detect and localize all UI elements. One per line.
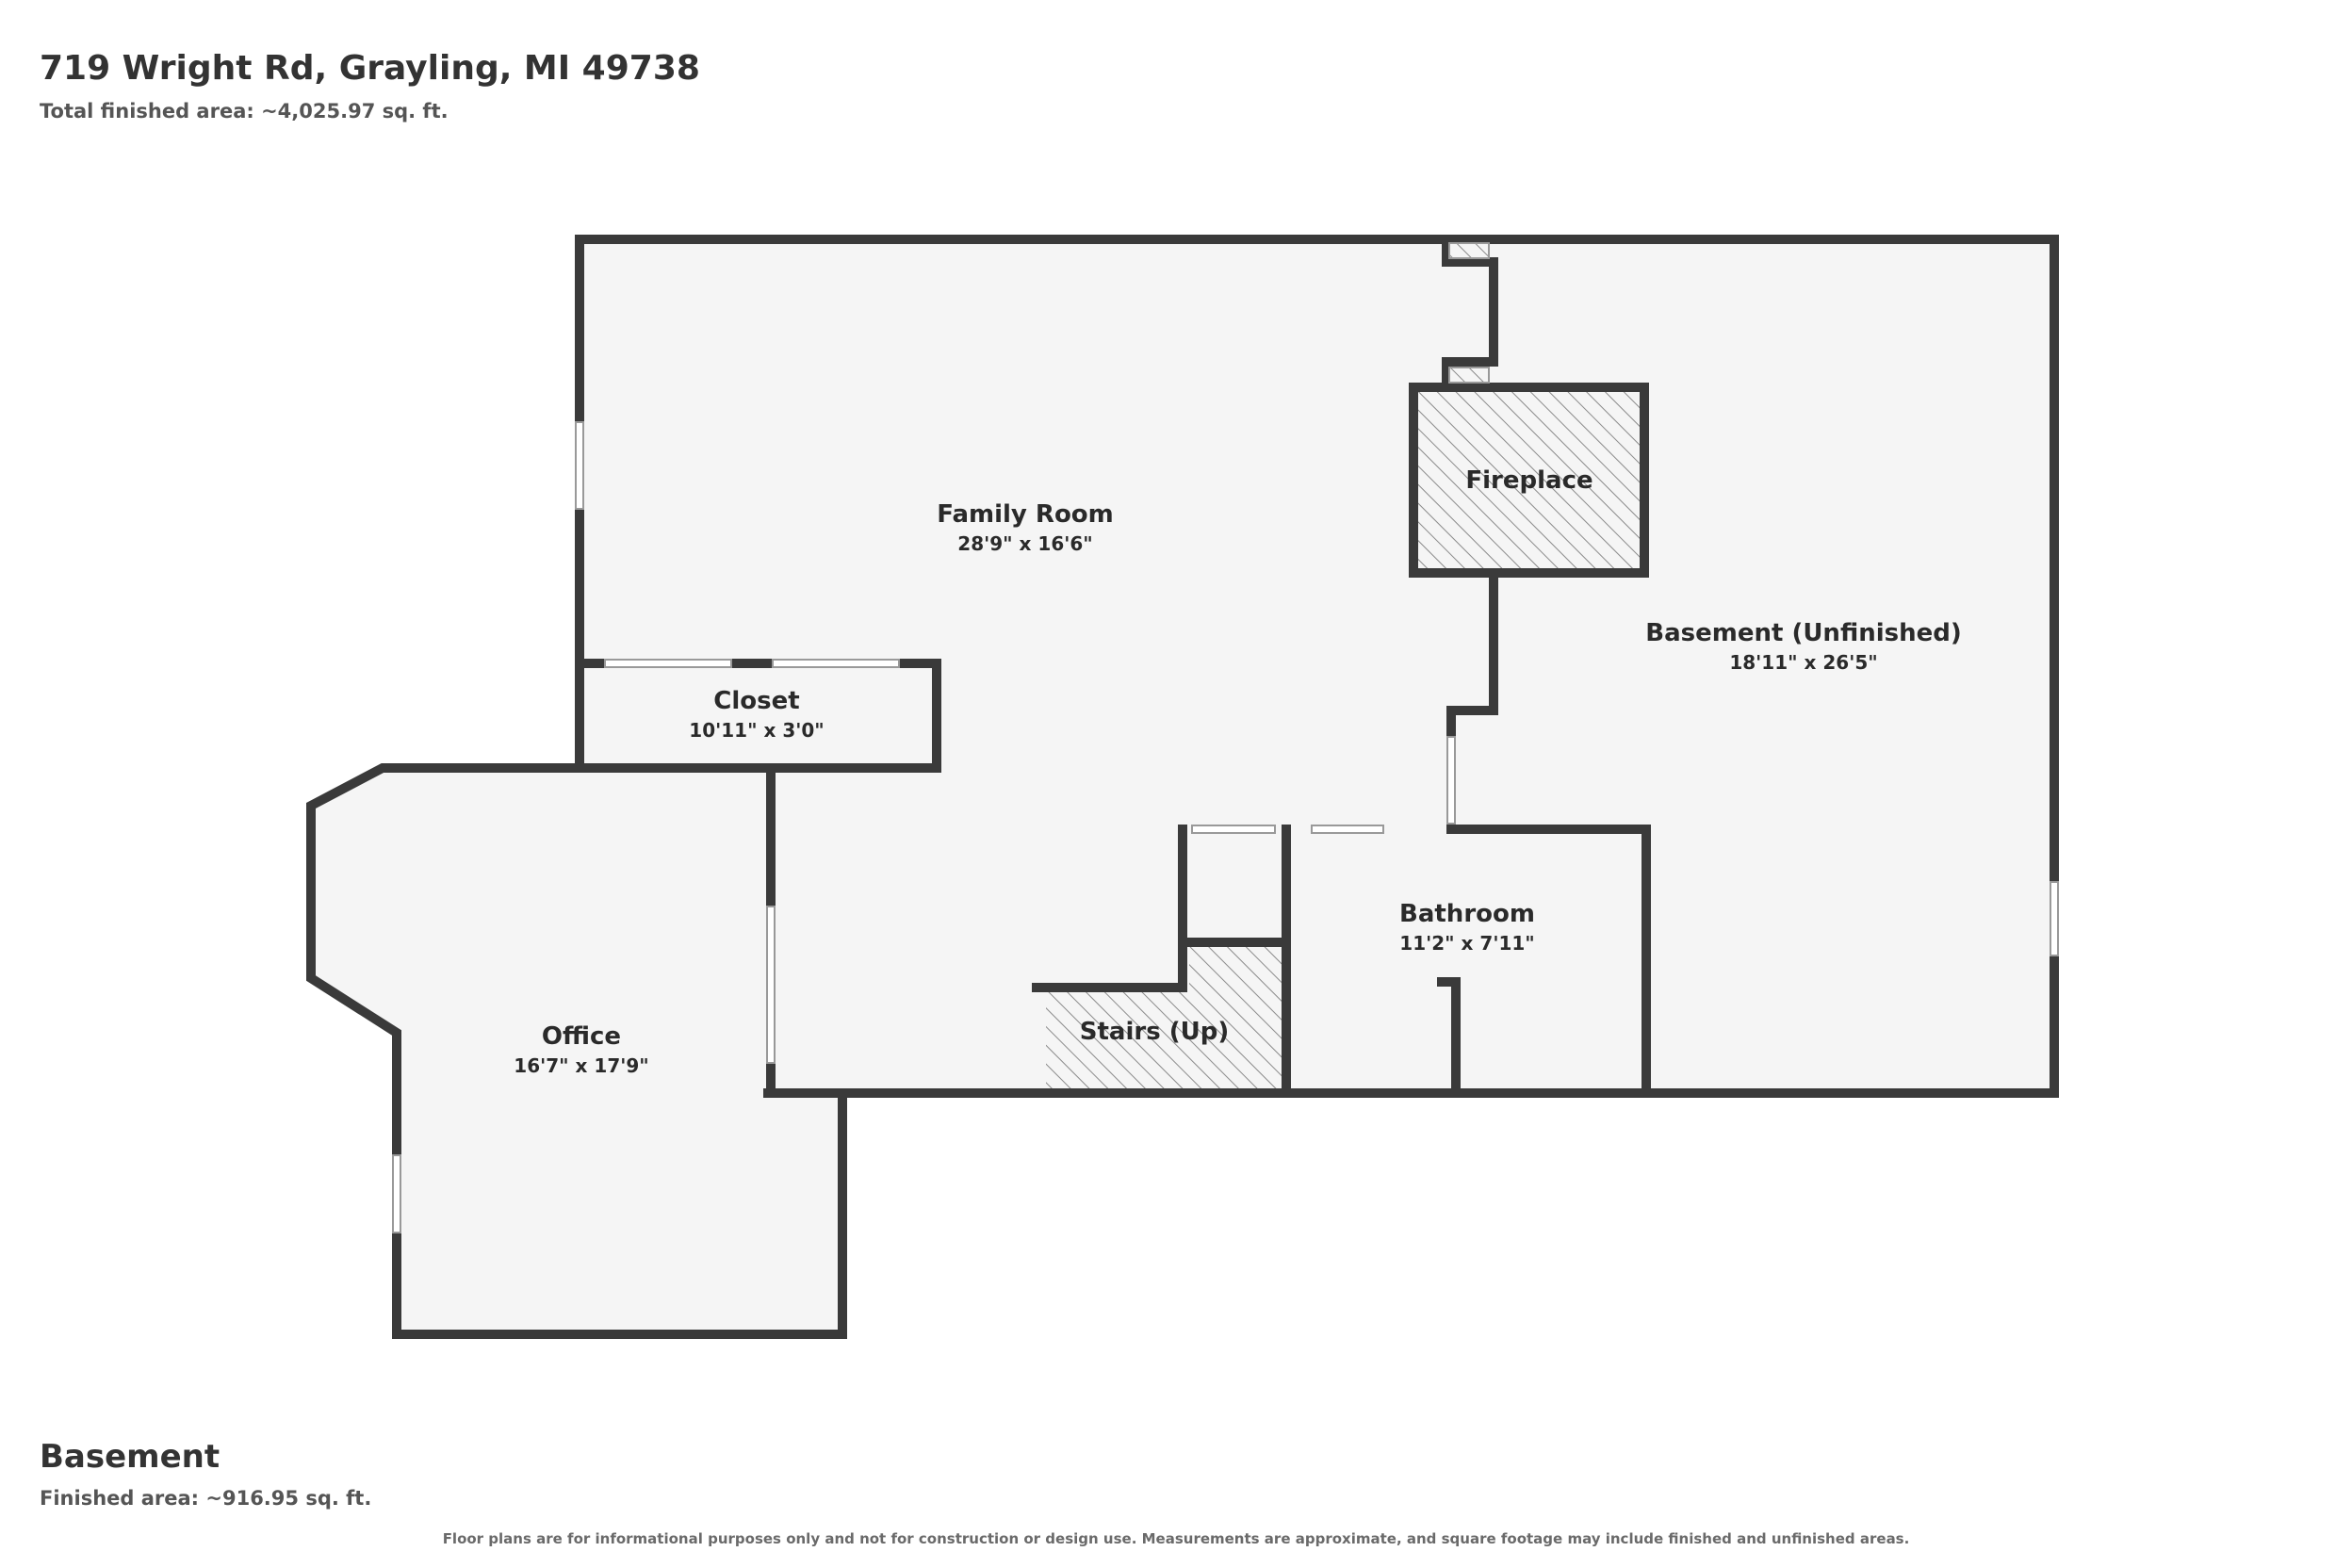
basement-name: Basement (Unfinished) (1645, 619, 1962, 647)
disclaimer: Floor plans are for informational purpos… (442, 1530, 1910, 1547)
office-dims: 16'7" x 17'9" (514, 1054, 648, 1077)
walls (306, 235, 2059, 1339)
office-name: Office (542, 1022, 621, 1051)
opening-closet-1 (604, 659, 732, 668)
window-office-west (392, 1154, 401, 1233)
opening-stairs-1 (1191, 825, 1276, 834)
family-room-dims: 28'9" x 16'6" (957, 532, 1092, 555)
vent-bottom (1448, 367, 1490, 384)
fireplace-block (1409, 383, 1649, 578)
window-basement-east (2050, 881, 2059, 956)
bathroom-dims: 11'2" x 7'11" (1399, 932, 1534, 955)
basement-dims: 18'11" x 26'5" (1729, 651, 1877, 674)
closet-dims: 10'11" x 3'0" (689, 719, 824, 742)
stairs-name: Stairs (Up) (1080, 1018, 1229, 1046)
floor-name: Basement (40, 1438, 220, 1476)
closet-name: Closet (713, 687, 799, 715)
bathroom-name: Bathroom (1399, 900, 1535, 928)
property-address: 719 Wright Rd, Grayling, MI 49738 (40, 49, 700, 88)
fireplace-name: Fireplace (1465, 466, 1592, 495)
total-finished-area: Total finished area: ~4,025.97 sq. ft. (40, 100, 449, 122)
windows (392, 242, 2059, 1233)
family-room-name: Family Room (937, 500, 1114, 529)
opening-stairs-2 (1311, 825, 1384, 834)
floor-finished-area: Finished area: ~916.95 sq. ft. (40, 1487, 372, 1510)
opening-office-door (766, 906, 776, 1064)
opening-basement-door (1446, 736, 1456, 825)
vent-top (1448, 242, 1490, 259)
floor-fill (311, 239, 2054, 1334)
stairs-hatch (1046, 942, 1286, 1088)
window-family-west (575, 421, 584, 510)
opening-closet-2 (772, 659, 900, 668)
